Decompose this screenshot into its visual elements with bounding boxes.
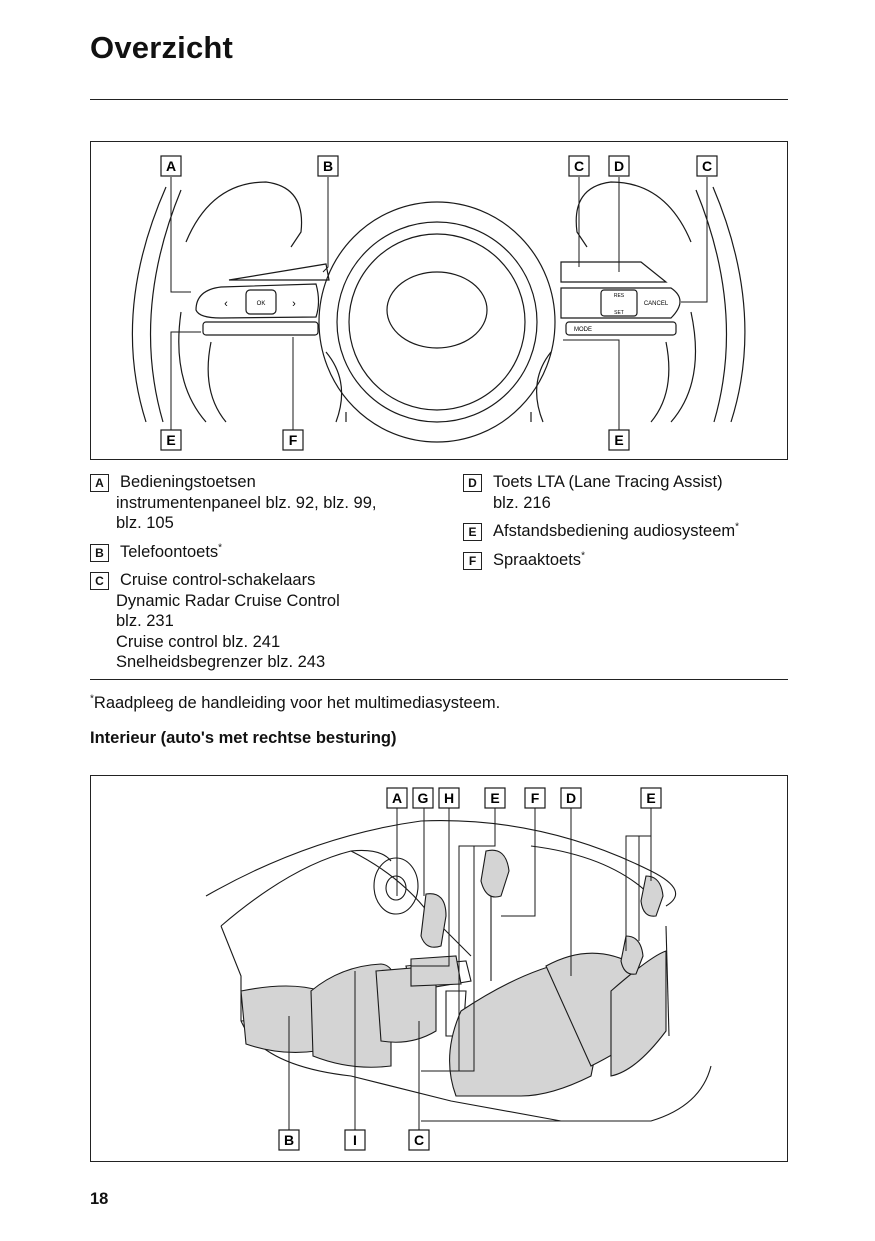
svg-text:C: C xyxy=(702,158,712,174)
svg-text:F: F xyxy=(289,432,298,448)
interior-heading: Interieur (auto's met rechtse besturing) xyxy=(90,729,397,747)
page-title: Overzicht xyxy=(90,30,234,65)
svg-text:B: B xyxy=(284,1132,294,1148)
seat-left-cushion xyxy=(240,985,322,1053)
svg-text:E: E xyxy=(646,790,655,806)
legend-left: A Bedieningstoetsen instrumentenpaneel b… xyxy=(90,472,440,681)
legend-f-asterisk: * xyxy=(581,550,585,561)
svg-text:E: E xyxy=(614,432,623,448)
interior-label-c: C xyxy=(408,1129,430,1151)
interior-label-h: H xyxy=(438,787,460,809)
legend-rule xyxy=(90,679,788,680)
svg-text:F: F xyxy=(531,790,540,806)
legend-key-e: E xyxy=(463,523,482,541)
interior-label-f: F xyxy=(524,787,546,809)
legend-c-line-4: Cruise control blz. 241 xyxy=(116,632,281,651)
label-c-top-1: C xyxy=(568,155,590,177)
mode-button-text: MODE xyxy=(574,327,592,333)
legend-e-line-1: Afstandsbediening audiosysteem xyxy=(493,522,736,540)
svg-text:E: E xyxy=(166,432,175,448)
svg-text:A: A xyxy=(166,158,176,174)
legend-a-line-3: blz. 105 xyxy=(116,514,174,532)
svg-text:H: H xyxy=(444,790,454,806)
steering-wheel-figure: OK CANCEL MODE RES SET ‹ › A B xyxy=(90,141,788,460)
svg-text:E: E xyxy=(490,790,499,806)
seat-rear-head-1 xyxy=(480,849,510,898)
legend-c-line-3: blz. 231 xyxy=(116,612,174,630)
label-e-bottom-2: E xyxy=(608,429,630,451)
set-button-text: SET xyxy=(614,310,624,316)
footnote-text: Raadpleeg de handleiding voor het multim… xyxy=(93,694,501,712)
legend-item-a: A Bedieningstoetsen instrumentenpaneel b… xyxy=(90,472,440,534)
ok-button-text: OK xyxy=(257,301,266,307)
legend-key-a: A xyxy=(90,474,109,492)
legend-f-line-1: Spraaktoets xyxy=(493,550,582,569)
svg-text:D: D xyxy=(614,158,624,174)
interior-label-e-1: E xyxy=(484,787,506,809)
interior-figure: A G H E F D E B xyxy=(90,775,788,1162)
legend-c-line-5: Snelheidsbegrenzer blz. 243 xyxy=(116,653,326,671)
legend-b-line-1: Telefoontoets xyxy=(120,542,219,561)
seat-front-left-head xyxy=(420,893,447,948)
footnote-asterisk: * xyxy=(90,693,94,705)
legend-c-line-1: Cruise control-schakelaars xyxy=(120,571,316,589)
interior-label-d: D xyxy=(560,787,582,809)
page-number: 18 xyxy=(90,1190,109,1208)
label-a-top: A xyxy=(160,155,182,177)
seat-rear-head-3 xyxy=(640,875,664,917)
legend-item-c: C Cruise control-schakelaars Dynamic Rad… xyxy=(90,570,440,673)
label-c-top-2: C xyxy=(696,155,718,177)
legend-b-asterisk: * xyxy=(218,542,223,553)
interior-label-b: B xyxy=(278,1129,300,1151)
footnote: *Raadpleeg de handleiding voor het multi… xyxy=(90,694,500,713)
label-b-top: B xyxy=(317,155,339,177)
legend-d-line-2: blz. 216 xyxy=(493,493,551,512)
svg-text:C: C xyxy=(414,1132,424,1148)
label-e-bottom-1: E xyxy=(160,429,182,451)
seat-center-console xyxy=(410,955,462,987)
svg-text:I: I xyxy=(353,1132,357,1148)
interior-label-e-2: E xyxy=(640,787,662,809)
interior-label-g: G xyxy=(412,787,434,809)
legend-key-b: B xyxy=(90,543,109,562)
svg-text:D: D xyxy=(566,790,576,806)
arrow-right-icon: › xyxy=(292,298,296,310)
arrow-left-icon: ‹ xyxy=(224,298,228,310)
res-button-text: RES xyxy=(614,293,625,299)
legend-c-line-2: Dynamic Radar Cruise Control xyxy=(116,591,340,610)
legend-item-f: F Spraaktoets* xyxy=(463,550,788,571)
label-f-bottom: F xyxy=(282,429,304,451)
legend-key-d: D xyxy=(463,474,482,492)
legend-item-e: E Afstandsbediening audiosysteem* xyxy=(463,521,788,542)
legend-item-d: D Toets LTA (Lane Tracing Assist) blz. 2… xyxy=(463,472,788,513)
legend-a-line-1: Bedieningstoetsen xyxy=(120,473,256,491)
legend-e-asterisk: * xyxy=(735,521,740,533)
interior-label-a: A xyxy=(386,787,408,809)
cancel-button-text: CANCEL xyxy=(644,301,669,307)
legend-key-f: F xyxy=(463,551,482,570)
svg-text:G: G xyxy=(418,790,429,806)
interior-label-i: I xyxy=(344,1129,366,1151)
title-rule xyxy=(90,99,788,100)
legend-item-b: B Telefoontoets* xyxy=(90,542,440,563)
svg-text:C: C xyxy=(574,158,584,174)
svg-text:B: B xyxy=(323,158,333,174)
label-d-top: D xyxy=(608,155,630,177)
interior-illustration: A G H E F D E B xyxy=(205,787,712,1151)
legend-right: D Toets LTA (Lane Tracing Assist) blz. 2… xyxy=(463,472,788,578)
legend-key-c: C xyxy=(90,572,109,590)
legend-d-line-1: Toets LTA (Lane Tracing Assist) xyxy=(493,473,723,491)
svg-text:A: A xyxy=(392,790,402,806)
steering-wheel-illustration: OK CANCEL MODE RES SET ‹ › A B xyxy=(131,155,746,451)
legend-a-line-2: instrumentenpaneel blz. 92, blz. 99, xyxy=(116,493,377,512)
